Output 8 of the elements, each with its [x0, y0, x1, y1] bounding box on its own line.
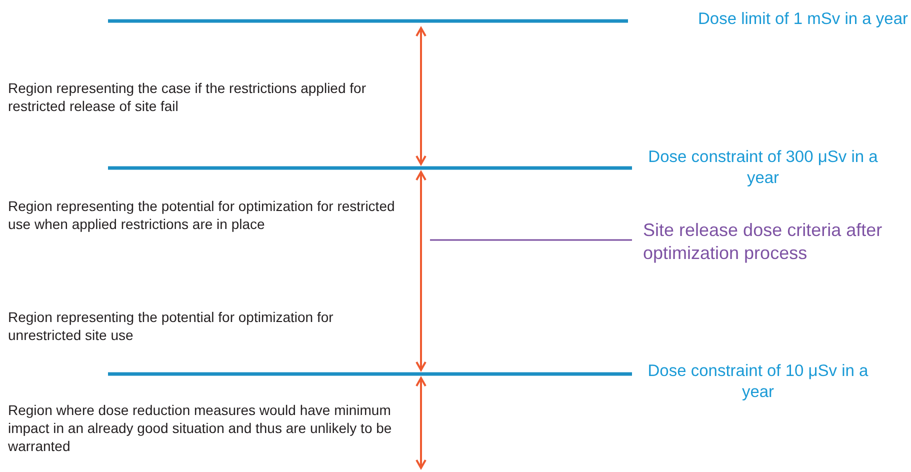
dose-level-label: Dose limit of 1 mSv in a year	[697, 9, 908, 30]
region-description: Region representing the case if the restrictions applied for restricted release of site fail	[8, 79, 367, 116]
dose-level-label: Dose constraint of 300 μSv in a year	[647, 147, 879, 190]
region-description: Region representing the potential for optimization for unrestricted site use	[8, 308, 334, 344]
region-description: Region where dose reduction measures would have minimum impact in an already good situation and thus are unlikely to be warranted	[8, 401, 393, 456]
dose-level-label: Dose constraint of 10 μSv in a year	[646, 361, 870, 404]
region-description: Region representing the potential for optimization for restricted use when applied restrictions are in place	[8, 197, 396, 234]
criteria-label: Site release dose criteria after optimization process	[643, 219, 884, 266]
